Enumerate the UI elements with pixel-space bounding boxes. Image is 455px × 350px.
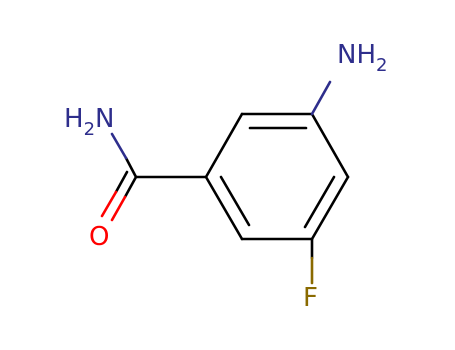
ring-double-inner-3 <box>219 175 251 227</box>
bond-ring-to-nh2 <box>310 80 332 116</box>
atom-o-carbonyl: O <box>89 222 109 252</box>
atom-f: F <box>303 283 318 313</box>
ring-bond-3 <box>310 175 350 241</box>
bond-c-o-2-colored <box>100 190 118 218</box>
benzene-ring <box>204 112 350 241</box>
atom-h2n-amide: H2N <box>64 104 114 140</box>
bond-c-o-1-black <box>123 175 138 199</box>
ring-bond-6 <box>204 112 244 179</box>
bond-c-o-1-colored <box>110 195 127 222</box>
bond-carbonyl-to-n-black <box>124 156 138 179</box>
bond-c-o-2-black <box>114 170 129 194</box>
ring-bond-5 <box>204 175 244 241</box>
ring-bond-2 <box>310 112 350 179</box>
bond-carbonyl-to-n-colored <box>110 132 128 160</box>
ring-double-inner-2 <box>303 175 336 229</box>
atom-nh2-top: NH2 <box>337 40 387 76</box>
